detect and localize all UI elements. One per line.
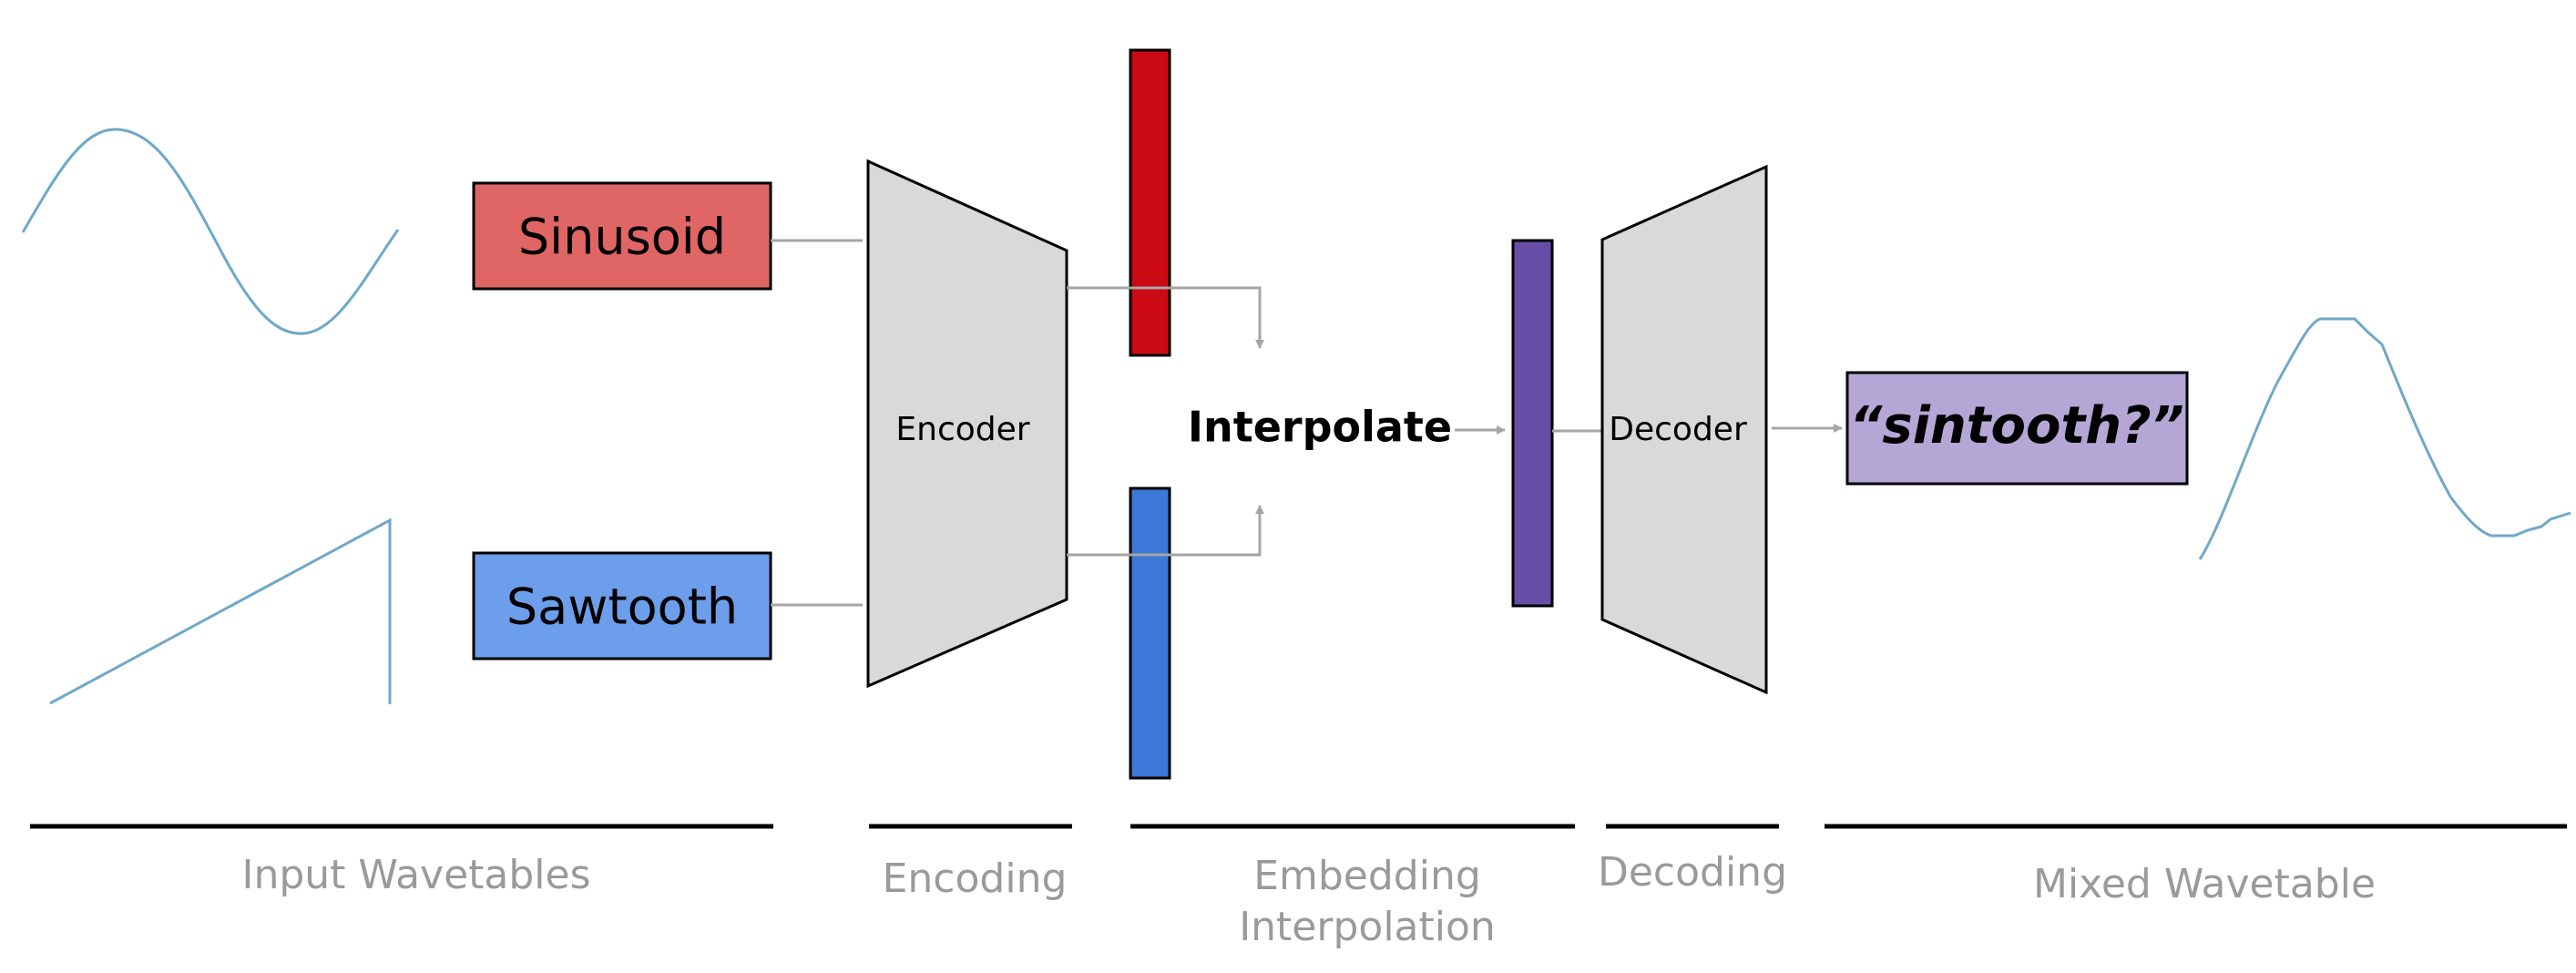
sawtooth-label: Sawtooth — [506, 579, 738, 636]
decoder-trapezoid — [1600, 164, 1768, 695]
section-label-encoding: Encoding — [883, 855, 1068, 902]
mixed-waveform — [2198, 317, 2571, 560]
section-label-decoding: Decoding — [1598, 849, 1787, 896]
decoder-label: Decoder — [1609, 411, 1747, 448]
sinusoid-embedding-bar — [1129, 48, 1171, 357]
output-label: “sintooth?” — [1849, 396, 2183, 456]
mixed-embedding-bar — [1511, 239, 1554, 608]
sawtooth-waveform — [49, 517, 392, 705]
red-embedding-arrow — [1067, 286, 1264, 349]
section-label-mixed-wavetable: Mixed Wavetable — [2033, 861, 2376, 907]
interpolate-label: Interpolate — [1188, 403, 1452, 452]
sawtooth-box — [472, 551, 772, 661]
encoder-label: Encoder — [895, 411, 1029, 448]
sawtooth-embedding-bar — [1129, 486, 1171, 780]
section-label-embedding: Embedding — [1253, 853, 1481, 899]
section-label-interpolation: Interpolation — [1239, 904, 1496, 950]
section-label-input-wavetables: Input Wavetables — [241, 852, 590, 898]
sinusoid-waveform — [21, 128, 400, 335]
encoder-trapezoid — [866, 159, 1068, 689]
sinusoid-label: Sinusoid — [518, 209, 726, 266]
sinusoid-box — [472, 181, 772, 291]
blue-embedding-arrow — [1067, 505, 1264, 557]
output-box — [1845, 371, 2189, 486]
